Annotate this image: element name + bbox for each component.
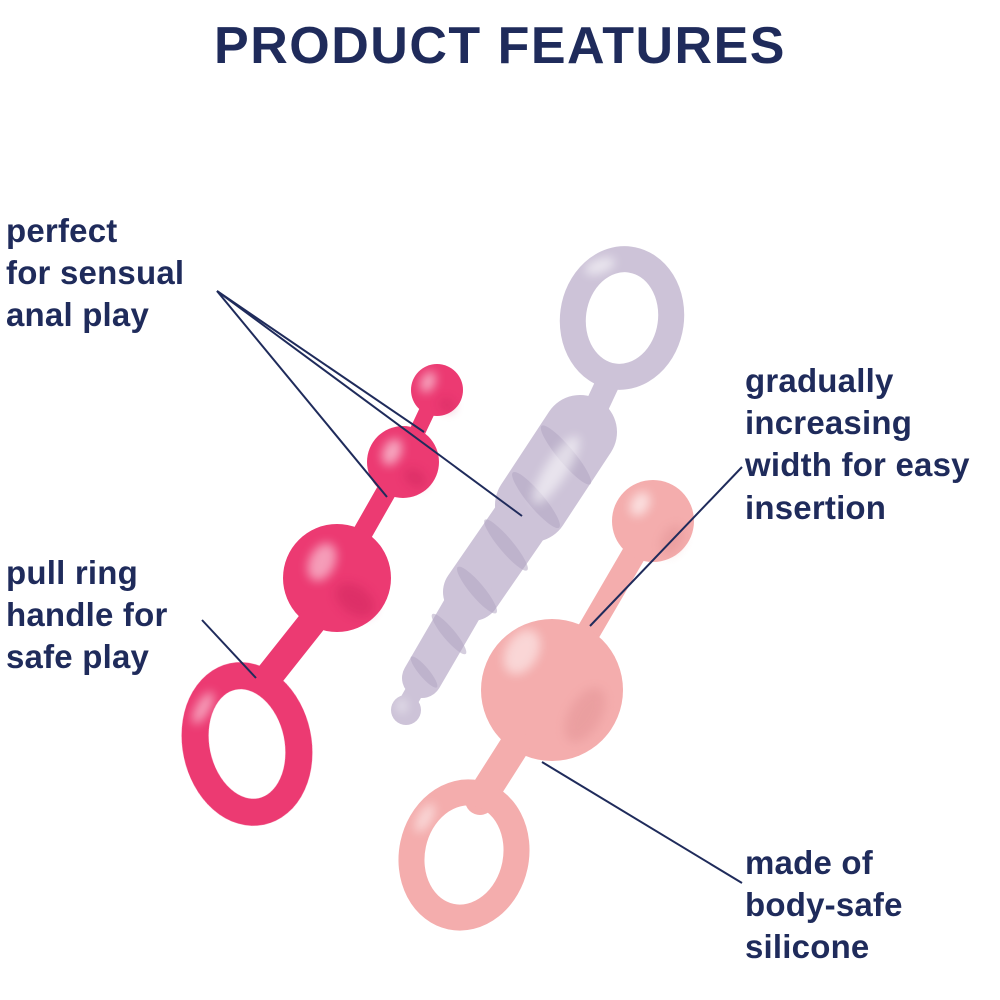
callout-lines (201, 290, 743, 884)
callout-line-anal-play-2 (216, 290, 425, 433)
salmon-bulb-small (612, 480, 694, 562)
callout-line-silicone (541, 761, 743, 884)
callout-width: gradually increasing width for easy inse… (745, 362, 970, 526)
callout-anal-play: perfect for sensual anal play (6, 212, 185, 334)
callout-line-width (589, 466, 743, 627)
lilac-pull-ring-icon (559, 246, 685, 390)
page-title: PRODUCT FEATURES (214, 17, 786, 75)
lilac-highlights (397, 257, 616, 713)
pink-shadows (335, 398, 455, 618)
callout-pull-ring: pull ring handle for safe play (6, 554, 168, 676)
pink-highlights (192, 371, 436, 724)
pink-pull-ring-icon (181, 662, 313, 826)
pink-bead-small (411, 364, 463, 416)
salmon-bulb-plug-figure (398, 480, 694, 931)
salmon-pull-ring-icon (398, 779, 530, 931)
salmon-highlights (414, 491, 651, 833)
callout-line-pull-ring (201, 619, 257, 679)
lilac-spiral-plug-figure (391, 246, 685, 725)
pink-handle (252, 608, 326, 694)
pink-beaded-plug-figure (181, 364, 463, 826)
callout-line-anal-play-1 (216, 290, 388, 498)
callout-line-anal-play-3 (216, 290, 523, 517)
callout-silicone: made of body-safe silicone (745, 844, 903, 966)
